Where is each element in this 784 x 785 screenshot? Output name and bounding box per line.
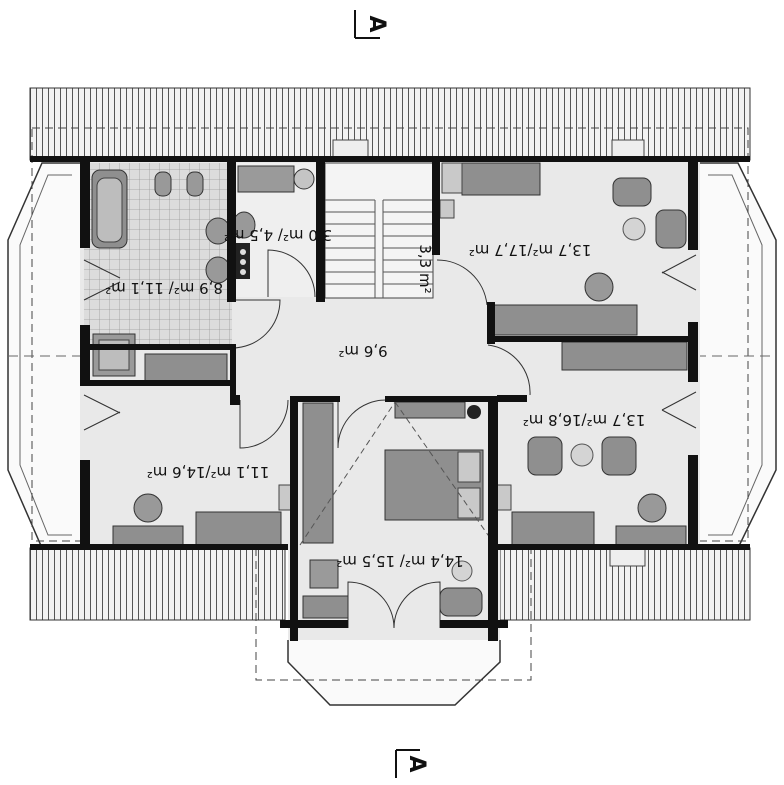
room-label-bedroom-ne: 13,7 m²/17,7 m² bbox=[469, 241, 592, 259]
bidet bbox=[154, 171, 172, 197]
room-label-hall: 9,6 m² bbox=[338, 342, 387, 360]
section-marker-bottom: A bbox=[395, 749, 429, 778]
bay-window-south bbox=[287, 640, 501, 706]
room-label-bathroom: 8,9 m²/ 11,1 m² bbox=[105, 279, 223, 297]
toilet bbox=[186, 171, 204, 197]
room-label-bedroom-s: 14,4 m²/ 15,5 m² bbox=[336, 552, 463, 570]
staircase bbox=[324, 139, 434, 299]
room-label-stairs: 3,3 m² bbox=[416, 244, 434, 293]
room-label-bedroom-w: 11,1 m²/14,6 m² bbox=[147, 463, 270, 481]
room-label-bedroom-e: 13,7 m²/16,8 m² bbox=[523, 411, 646, 429]
walls bbox=[30, 156, 750, 641]
svg-text:A: A bbox=[404, 755, 429, 772]
svg-text:A: A bbox=[364, 15, 389, 32]
section-marker-top: A bbox=[354, 10, 389, 39]
room-label-wc: 3,0 m²/ 4,5 m² bbox=[224, 226, 332, 244]
roof-south-west bbox=[29, 547, 286, 621]
